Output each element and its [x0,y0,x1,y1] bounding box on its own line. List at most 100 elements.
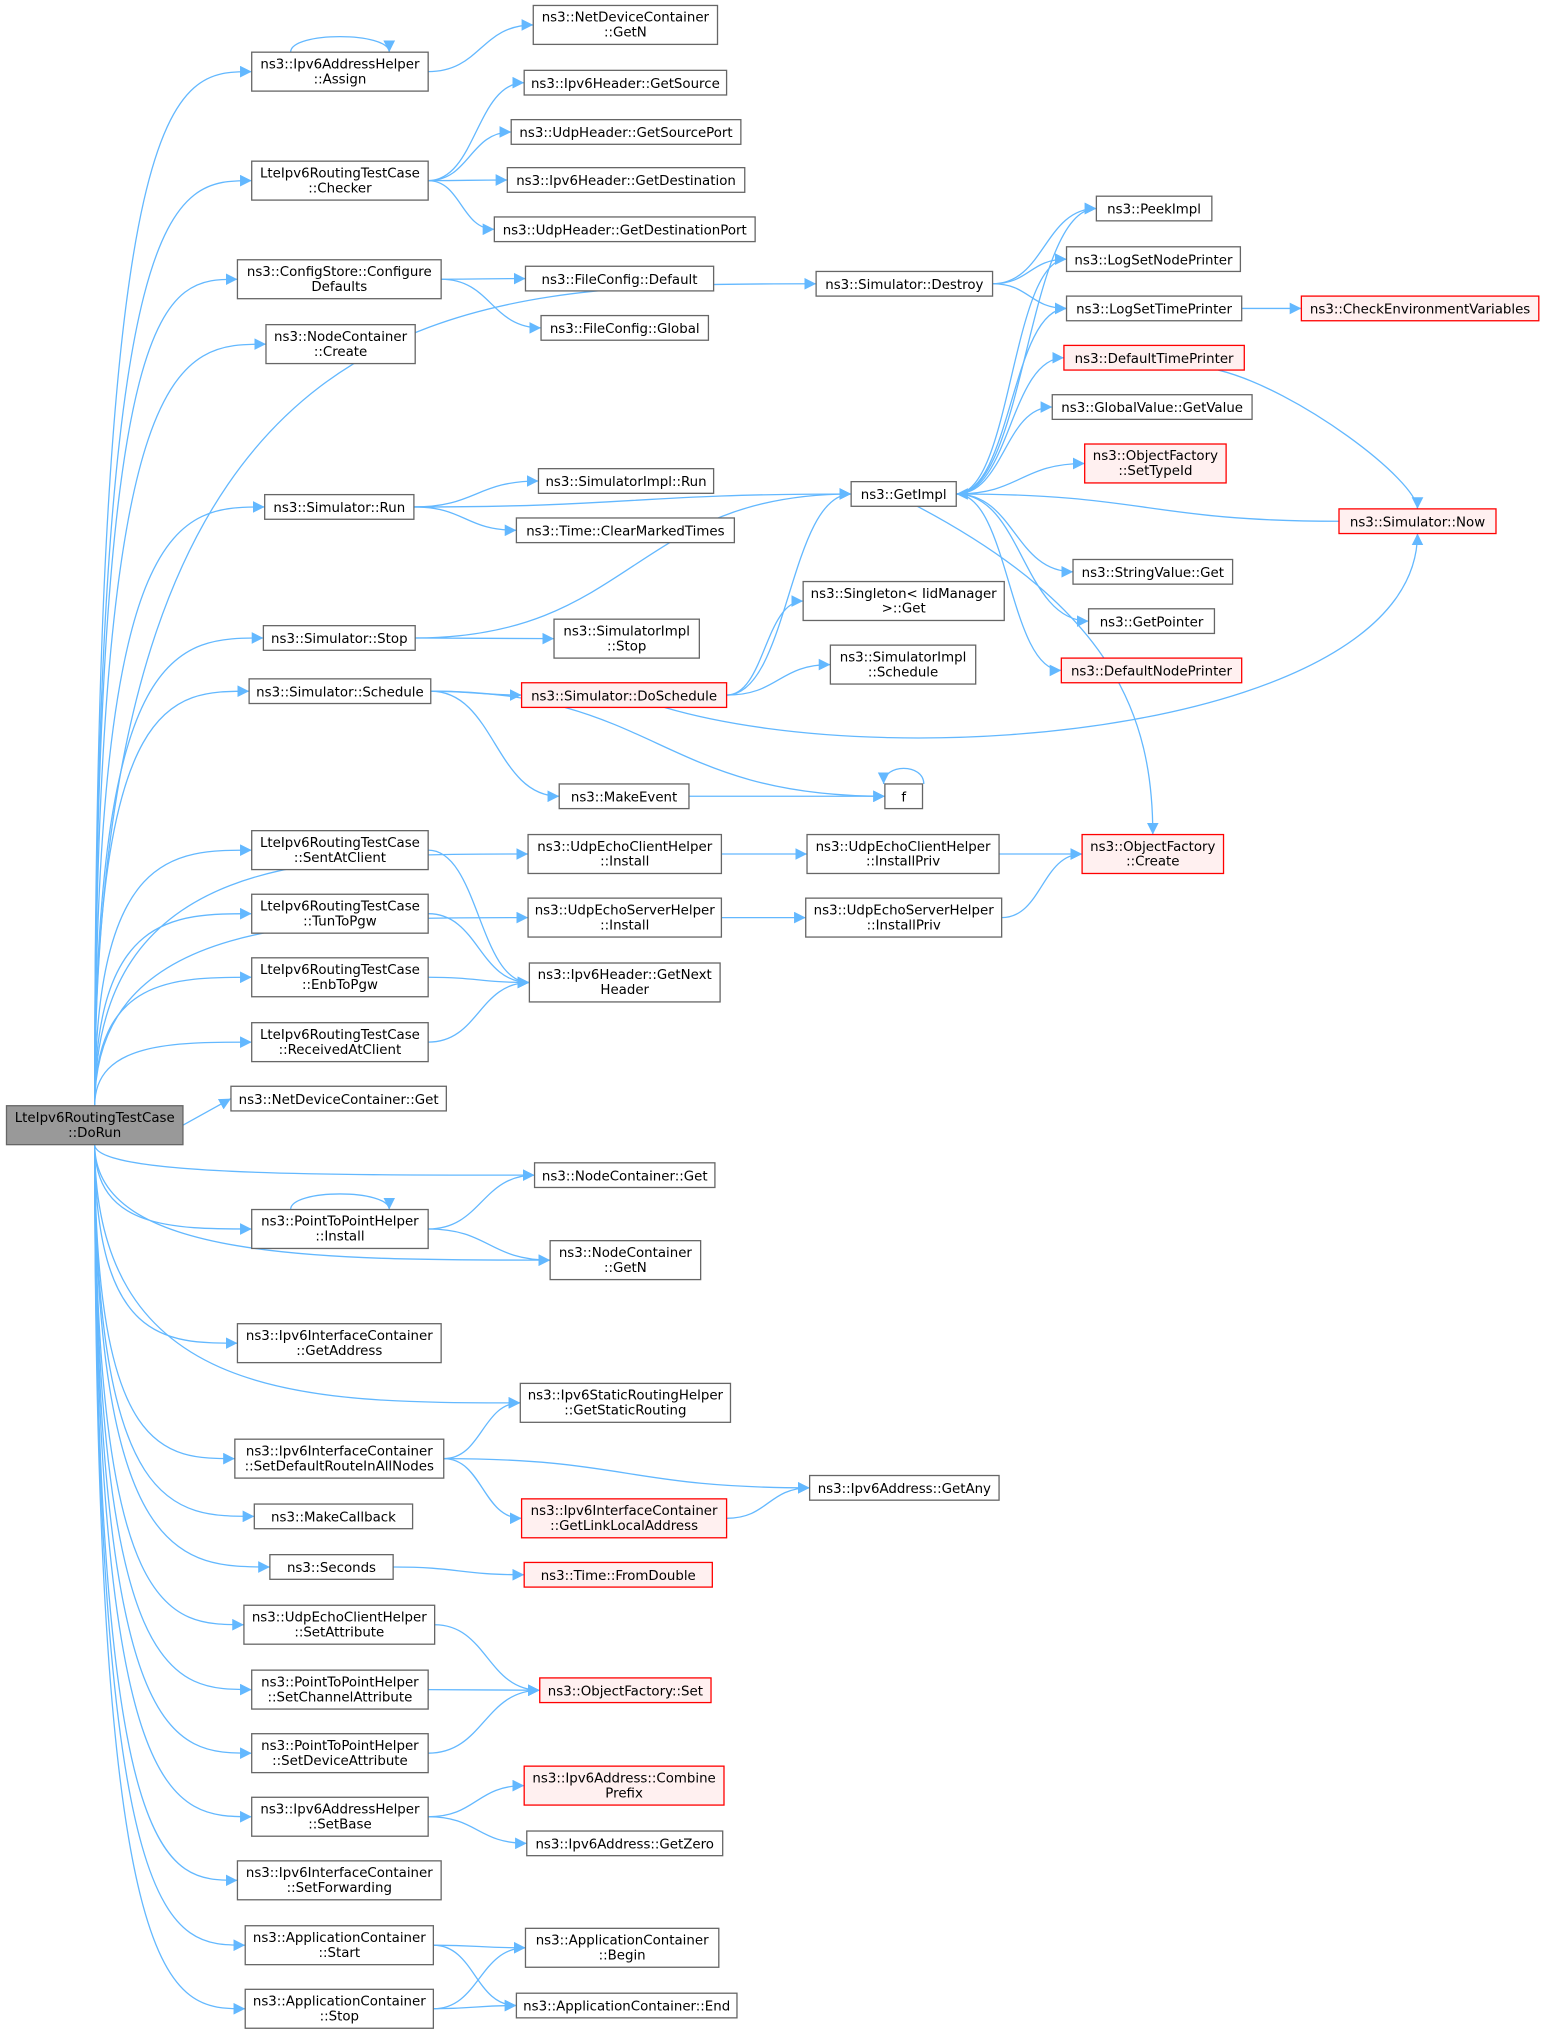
node-box [262,625,416,651]
node-singletonGet[interactable]: ns3::Singleton< IidManager>::Get [802,580,1005,622]
node-getSource[interactable]: ns3::Ipv6Header::GetSource [523,69,728,96]
node-stringValueGet[interactable]: ns3::StringValue::Get [1072,558,1234,585]
node-getStaticRouting[interactable]: ns3::Ipv6StaticRoutingHelper::GetStaticR… [519,1382,732,1423]
node-doRun[interactable]: LteIpv6RoutingTestCase::DoRun [5,1105,184,1146]
node-fcDefault[interactable]: ns3::FileConfig::Default [524,265,715,292]
node-serverInstall[interactable]: ns3::UdpEchoServerHelper::Install [527,897,723,938]
node-destroy[interactable]: ns3::Simulator::Destroy [815,270,994,297]
node-logSetTimePrinter[interactable]: ns3::LogSetTimePrinter [1065,295,1243,322]
node-label: ::Install [600,855,649,870]
node-label: ::GetN [604,1261,647,1276]
node-getDestinationPort[interactable]: ns3::UdpHeader::GetDestinationPort [493,216,756,243]
node-setAttribute[interactable]: ns3::UdpEchoClientHelper::SetAttribute [243,1604,436,1645]
node-doSchedule[interactable]: ns3::Simulator::DoSchedule [520,682,728,709]
node-label: ::InstallPriv [867,918,941,933]
node-setBase[interactable]: ns3::Ipv6AddressHelper::SetBase [251,1796,429,1837]
node-assign[interactable]: ns3::Ipv6AddressHelper::Assign [251,51,429,92]
node-box [251,160,429,201]
node-setForwarding[interactable]: ns3::Ipv6InterfaceContainer::SetForwardi… [236,1860,442,1901]
node-setChannelAttr[interactable]: ns3::PointToPointHelper::SetChannelAttri… [251,1669,429,1710]
node-setDefaultRoute[interactable]: ns3::Ipv6InterfaceContainer::SetDefaultR… [234,1438,445,1479]
edge-doRun-to-makeCallback [94,1144,255,1523]
node-getImpl[interactable]: ns3::GetImpl [850,480,957,507]
node-implRun[interactable]: ns3::SimulatorImpl::Run [537,468,715,494]
node-ndcGet[interactable]: ns3::NetDeviceContainer::Get [230,1085,447,1112]
node-now[interactable]: ns3::Simulator::Now [1338,508,1497,535]
node-sentAtClient[interactable]: LteIpv6RoutingTestCase::SentAtClient [251,830,429,871]
node-ofSet[interactable]: ns3::ObjectFactory::Set [539,1677,712,1704]
node-appStart[interactable]: ns3::ApplicationContainer::Start [244,1925,435,1966]
node-label: ns3::StringValue::Get [1082,566,1224,581]
node-makeEvent[interactable]: ns3::MakeEvent [558,783,690,810]
node-getAddress[interactable]: ns3::Ipv6InterfaceContainer::GetAddress [236,1323,442,1364]
node-ndcGetN[interactable]: ns3::NetDeviceContainer::GetN [532,4,719,46]
node-implStop[interactable]: ns3::SimulatorImpl::Stop [553,618,700,659]
node-getDestination[interactable]: ns3::Ipv6Header::GetDestination [506,167,746,193]
node-box [528,962,721,1003]
node-box [1065,246,1242,273]
node-tunToPgw[interactable]: LteIpv6RoutingTestCase::TunToPgw [251,893,429,934]
node-fromDouble[interactable]: ns3::Time::FromDouble [523,1561,713,1588]
node-simSchedule[interactable]: ns3::Simulator::Schedule [248,678,432,705]
node-setDeviceAttr[interactable]: ns3::PointToPointHelper::SetDeviceAttrib… [251,1733,429,1774]
node-box [1060,657,1243,684]
node-simRun[interactable]: ns3::Simulator::Run [264,493,415,520]
edge-doRun-to-simSchedule [94,685,250,1106]
node-ncGet[interactable]: ns3::NodeContainer::Get [533,1162,716,1189]
node-getSourcePort[interactable]: ns3::UdpHeader::GetSourcePort [510,118,742,145]
node-clearMarked[interactable]: ns3::Time::ClearMarkedTimes [515,517,736,544]
edge-doRun-to-enbToPgw [94,971,252,1106]
edge-simRun-to-implRun [413,475,539,508]
node-enbToPgw[interactable]: LteIpv6RoutingTestCase::EnbToPgw [251,957,429,998]
node-simStop[interactable]: ns3::Simulator::Stop [262,625,416,651]
node-appBegin[interactable]: ns3::ApplicationContainer::Begin [524,1927,720,1968]
node-implSchedule[interactable]: ns3::SimulatorImpl::Schedule [829,644,977,685]
node-label: ::GetLinkLocalAddress [550,1519,698,1534]
node-label: ns3::UdpHeader::GetSourcePort [519,126,732,141]
node-box [1084,443,1227,484]
node-receivedAtClient[interactable]: LteIpv6RoutingTestCase::ReceivedAtClient [251,1022,429,1063]
node-getLinkLocal[interactable]: ns3::Ipv6InterfaceContainer::GetLinkLoca… [520,1498,728,1539]
edge-doRun-to-simRun [94,501,265,1106]
node-checkEnv[interactable]: ns3::CheckEnvironmentVariables [1300,295,1540,322]
node-fcGlobal[interactable]: ns3::FileConfig::Global [540,314,710,341]
node-serverInstallPriv[interactable]: ns3::UdpEchoServerHelper::InstallPriv [805,897,1003,938]
node-getPointer[interactable]: ns3::GetPointer [1087,608,1216,635]
edge-destroy-to-peekImpl [992,202,1097,285]
node-seconds[interactable]: ns3::Seconds [269,1554,394,1580]
node-label: ::SetTypeId [1118,464,1192,479]
node-box [526,1830,724,1857]
node-p2pInstall[interactable]: ns3::PointToPointHelper::Install [251,1208,429,1250]
node-label: ::Stop [607,639,646,654]
node-box [248,678,432,705]
node-clientInstallPriv[interactable]: ns3::UdpEchoClientHelper::InstallPriv [806,833,1000,875]
node-defaultNodePrinter[interactable]: ns3::DefaultNodePrinter [1060,657,1243,684]
node-getZero[interactable]: ns3::Ipv6Address::GetZero [526,1830,724,1857]
node-label: ::Schedule [868,665,938,680]
node-f[interactable]: f [884,783,924,810]
node-setTypeId[interactable]: ns3::ObjectFactory::SetTypeId [1084,443,1227,484]
node-peekImpl[interactable]: ns3::PeekImpl [1095,195,1213,222]
node-box [524,265,715,292]
node-appEnd[interactable]: ns3::ApplicationContainer::End [515,1992,738,2019]
node-box [265,323,416,365]
node-ncGetN[interactable]: ns3::NodeContainer::GetN [549,1240,702,1281]
edge-checker-to-getDestination [428,174,508,186]
node-label: ns3::LogSetTimePrinter [1076,303,1232,318]
node-ncCreate[interactable]: ns3::NodeContainer::Create [265,323,416,365]
node-defaultTimePrinter[interactable]: ns3::DefaultTimePrinter [1063,344,1245,371]
node-getAny[interactable]: ns3::Ipv6Address::GetAny [808,1474,1000,1501]
node-clientInstall[interactable]: ns3::UdpEchoClientHelper::Install [527,833,723,875]
node-checker[interactable]: LteIpv6RoutingTestCase::Checker [251,160,429,201]
node-ofCreate[interactable]: ns3::ObjectFactory::Create [1081,833,1225,875]
node-logSetNodePrinter[interactable]: ns3::LogSetNodePrinter [1065,246,1242,273]
node-makeCallback[interactable]: ns3::MakeCallback [253,1503,414,1530]
node-getValue[interactable]: ns3::GlobalValue::GetValue [1051,394,1253,421]
node-label: LteIpv6RoutingTestCase [260,1028,420,1043]
node-appStop[interactable]: ns3::ApplicationContainer::Stop [244,1988,435,2029]
node-box [850,480,957,507]
edge-enbToPgw-to-getNextHeader [428,976,530,989]
